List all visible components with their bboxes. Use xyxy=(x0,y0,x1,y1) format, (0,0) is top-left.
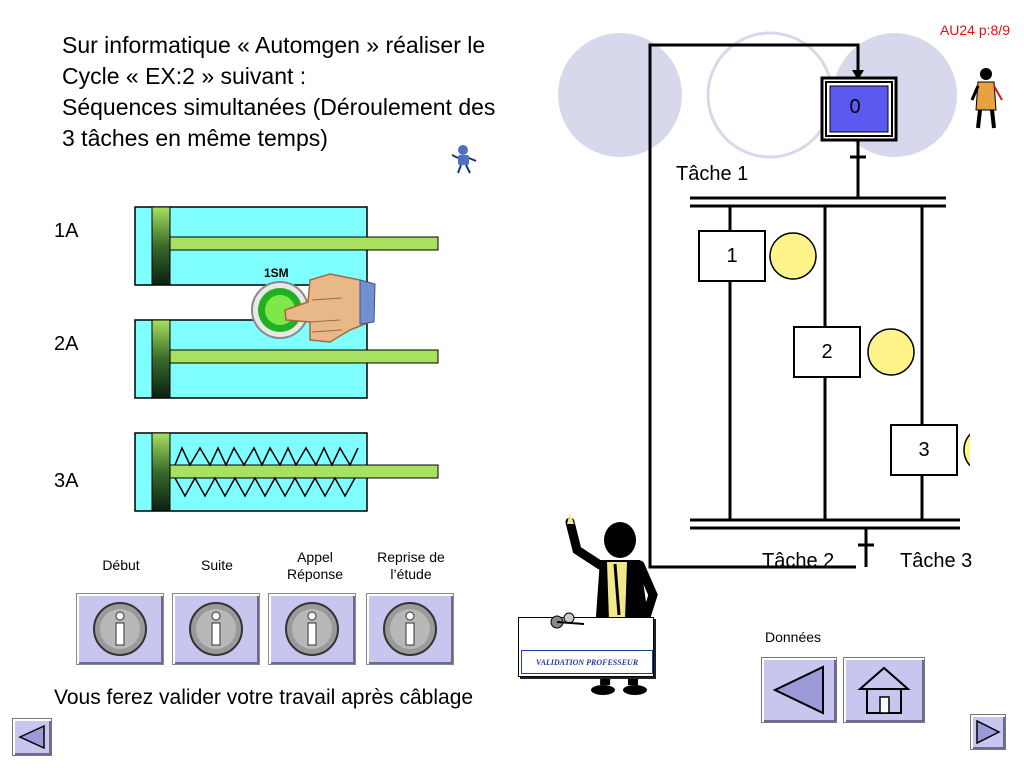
home-icon xyxy=(857,666,911,714)
caption-line: l’étude xyxy=(390,566,432,582)
info-icon xyxy=(383,602,437,656)
pushbutton-1sm[interactable] xyxy=(250,270,380,345)
instruction-line: Cycle « EX:2 » suivant : xyxy=(62,63,307,89)
instructions-text: Sur informatique « Automgen » réaliser l… xyxy=(62,30,622,154)
action-circle-3 xyxy=(963,433,970,467)
instruction-line: Séquences simultanées (Déroulement des xyxy=(62,94,496,120)
page-reference: AU24 p:8/9 xyxy=(939,22,1010,38)
action-circle-1 xyxy=(769,232,817,280)
step-1-number: 1 xyxy=(726,244,738,267)
home-button[interactable] xyxy=(843,657,925,723)
caption-line: Reprise de xyxy=(377,549,445,565)
task2-label: Tâche 2 xyxy=(762,550,835,572)
robot-icon xyxy=(451,145,477,174)
cylinders-diagram xyxy=(134,206,439,512)
footer-note: Vous ferez valider votre travail après c… xyxy=(54,686,474,709)
task3-label: Tâche 3 xyxy=(900,550,973,572)
previous-page-button[interactable] xyxy=(12,718,52,756)
step-2-number: 2 xyxy=(821,340,833,363)
cylinder-label-3a: 3A xyxy=(54,470,79,492)
reprise-etude-button[interactable] xyxy=(366,593,454,665)
caption-line: Réponse xyxy=(286,566,344,582)
donnees-back-button[interactable] xyxy=(761,657,837,723)
debut-button[interactable] xyxy=(76,593,164,665)
validation-text: VALIDATION PROFESSEUR xyxy=(521,650,653,674)
grafcet-diagram xyxy=(648,43,970,569)
step-1: 1 xyxy=(698,230,766,282)
task1-label: Tâche 1 xyxy=(676,163,749,185)
caption-suite: Suite xyxy=(201,557,233,573)
step-3-number: 3 xyxy=(918,438,930,461)
step-3: 3 xyxy=(890,424,958,476)
next-page-button[interactable] xyxy=(970,714,1006,750)
info-icon xyxy=(93,602,147,656)
donnees-label: Données xyxy=(765,629,822,645)
initial-step-number: 0 xyxy=(849,96,861,118)
step-2: 2 xyxy=(793,326,861,378)
instruction-line: 3 tâches en même temps) xyxy=(62,125,328,151)
triangle-left-icon xyxy=(772,665,824,715)
info-icon xyxy=(285,602,339,656)
cylinder-label-2a: 2A xyxy=(54,333,79,355)
worker-figure xyxy=(970,68,1003,129)
instruction-line: Sur informatique « Automgen » réaliser l… xyxy=(62,32,486,58)
triangle-left-icon xyxy=(18,724,45,750)
cylinder-label-1a: 1A xyxy=(54,220,79,242)
caption-reprise-etude: Reprise de l’étude xyxy=(364,549,458,583)
appel-reponse-button[interactable] xyxy=(268,593,356,665)
caption-appel-reponse: Appel Réponse xyxy=(270,549,360,583)
key-icon xyxy=(550,612,585,629)
validation-card[interactable]: VALIDATION PROFESSEUR xyxy=(518,612,654,677)
triangle-right-icon xyxy=(976,719,1001,745)
cylinder-1a xyxy=(134,206,439,286)
caption-debut: Début xyxy=(102,557,140,573)
suite-button[interactable] xyxy=(172,593,260,665)
action-circle-2 xyxy=(867,328,915,376)
pushbutton-label: 1SM xyxy=(264,266,289,280)
caption-line: Appel xyxy=(297,549,333,565)
info-icon xyxy=(189,602,243,656)
cylinder-3a xyxy=(134,432,439,512)
